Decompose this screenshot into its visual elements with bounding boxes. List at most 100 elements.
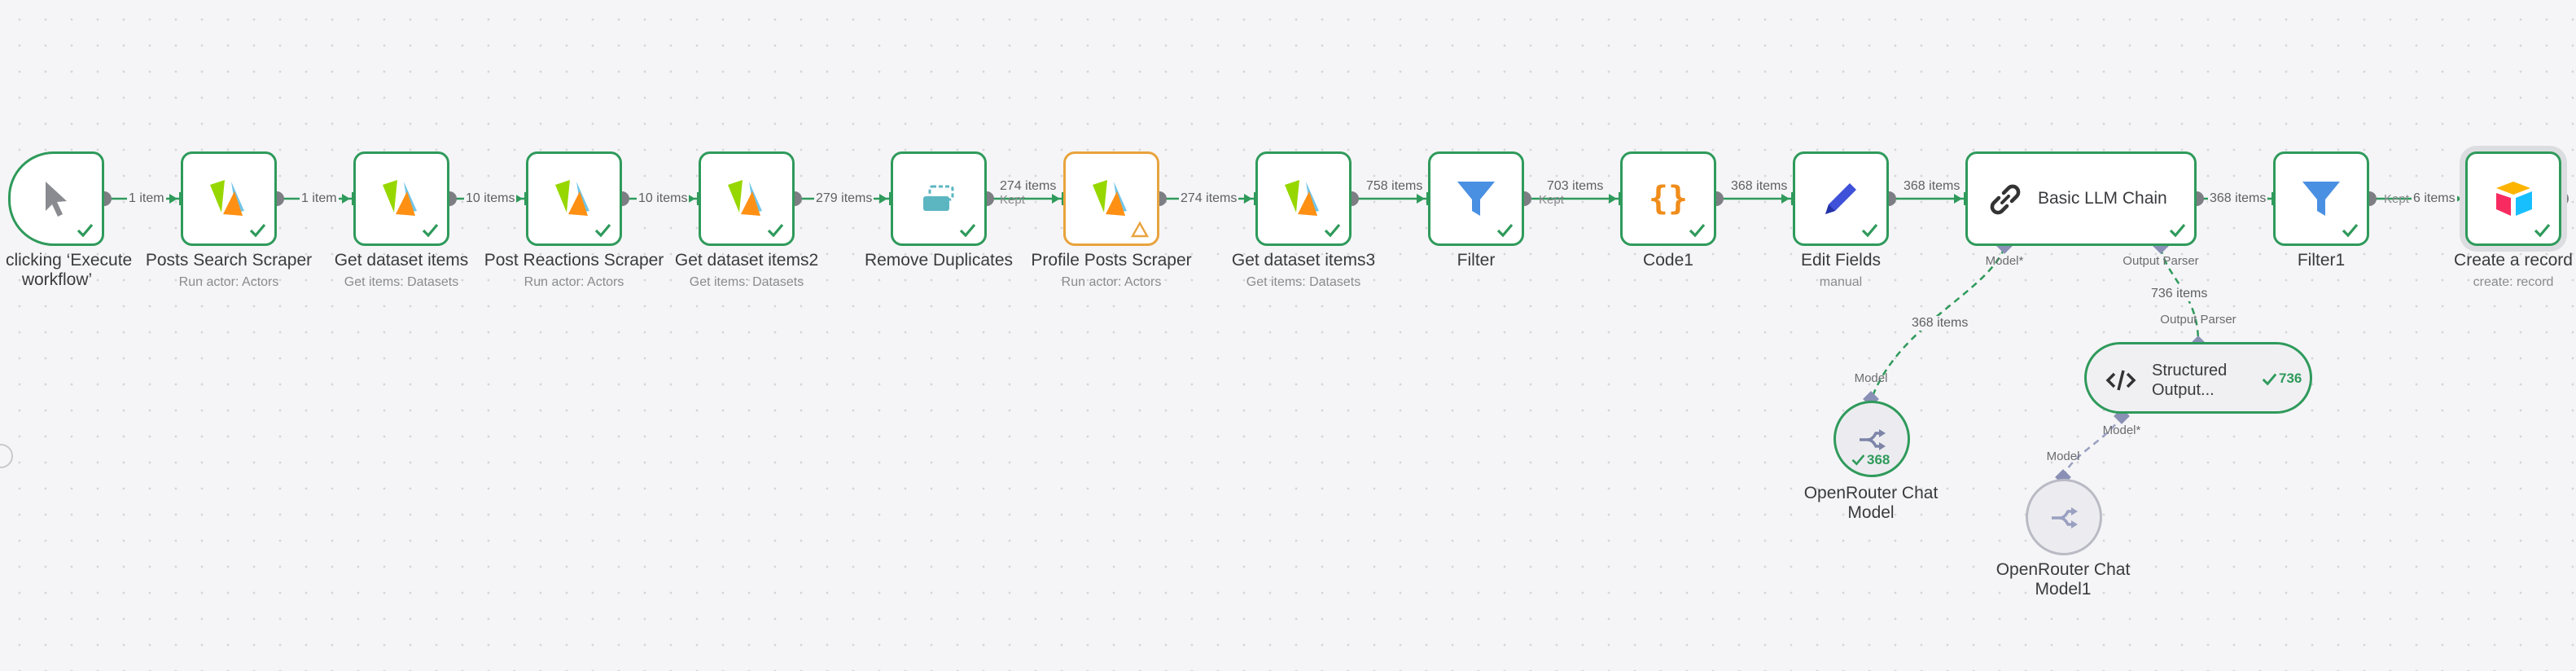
- remove-duplicates-icon: [913, 173, 964, 224]
- node-get-dataset-items[interactable]: [353, 151, 449, 246]
- item-count: 736: [2279, 371, 2302, 386]
- edge-label: 736 items: [2149, 287, 2210, 301]
- port-label-model: Model: [1854, 371, 1888, 385]
- node-title: Get dataset items2: [674, 251, 819, 270]
- node-subtitle: create: record: [2473, 275, 2554, 289]
- success-check-icon: [958, 221, 976, 239]
- edge-label: 1 item: [127, 191, 166, 206]
- cursor-icon: [31, 173, 81, 224]
- node-openrouter-chat-model[interactable]: 368: [1833, 401, 1910, 477]
- node-structured-output-parser[interactable]: Structured Output... 736: [2084, 342, 2312, 414]
- edge-label: 6 items: [2412, 191, 2457, 206]
- edge-label: 758 items: [1365, 179, 1425, 194]
- edge-label: 10 items: [637, 191, 690, 206]
- success-check-icon: [1496, 221, 1514, 239]
- airtable-icon: [2488, 173, 2539, 224]
- apify-icon: [1278, 173, 1329, 224]
- node-profile-posts-scraper[interactable]: [1063, 151, 1159, 246]
- node-posts-search-scraper[interactable]: [181, 151, 277, 246]
- success-check-icon: [766, 221, 784, 239]
- success-check-icon: [248, 221, 266, 239]
- success-check-icon: [2261, 371, 2277, 387]
- node-openrouter-chat-model1[interactable]: [2026, 479, 2102, 555]
- port-label-model: Model*: [2102, 423, 2141, 437]
- success-check-icon: [594, 221, 611, 239]
- edge-label: 1 item: [300, 191, 339, 206]
- openrouter-icon: [1856, 423, 1889, 456]
- node-trigger[interactable]: [8, 151, 104, 246]
- edge-label: 274 items: [998, 179, 1058, 194]
- node-title: Get dataset items3: [1231, 251, 1376, 270]
- filter-icon: [2296, 173, 2346, 224]
- edge-label: 368 items: [1729, 179, 1790, 194]
- success-check-icon: [1323, 221, 1341, 239]
- svg-text:{}: {}: [1649, 180, 1688, 217]
- model1-connection: [2061, 414, 2123, 480]
- node-remove-duplicates[interactable]: [891, 151, 987, 246]
- node-title: Profile Posts Scraper: [1031, 251, 1192, 270]
- node-edit-fields[interactable]: [1793, 151, 1889, 246]
- node-title: OpenRouter Chat Model: [1803, 484, 1939, 522]
- edge-label: 368 items: [1910, 316, 1970, 331]
- port-label-model: Model: [2046, 450, 2080, 463]
- node-title: Create a record: [2454, 251, 2573, 270]
- edge-label: 703 items: [1545, 179, 1606, 194]
- edge-label-kept: Kept: [1539, 193, 1564, 207]
- node-subtitle: Run actor: Actors: [524, 275, 624, 289]
- node-title: OpenRouter Chat Model1: [1996, 560, 2131, 599]
- apify-icon: [549, 173, 599, 224]
- success-check-icon: [76, 221, 94, 239]
- code-braces-icon: {}: [1643, 173, 1693, 224]
- apify-icon: [376, 173, 427, 224]
- node-title: Get dataset items: [334, 251, 469, 270]
- node-filter[interactable]: [1428, 151, 1524, 246]
- node-title: Structured Output...: [2152, 362, 2228, 399]
- warning-triangle-icon: [1131, 221, 1149, 239]
- node-subtitle: Get items: Datasets: [1246, 275, 1361, 289]
- node-create-a-record[interactable]: [2465, 151, 2561, 246]
- node-title: Basic LLM Chain: [2038, 189, 2167, 208]
- node-subtitle: Get items: Datasets: [344, 275, 459, 289]
- code-tag-icon: [2105, 364, 2137, 397]
- link-icon: [1982, 177, 2028, 222]
- node-title: Remove Duplicates: [864, 251, 1014, 270]
- node-subtitle: manual: [1819, 275, 1863, 289]
- success-check-icon: [421, 221, 439, 239]
- node-basic-llm-chain[interactable]: Basic LLM Chain: [1965, 151, 2197, 246]
- apify-icon: [204, 173, 254, 224]
- node-code1[interactable]: {}: [1620, 151, 1716, 246]
- apify-icon: [721, 173, 772, 224]
- node-subtitle: Run actor: Actors: [1061, 275, 1162, 289]
- node-title: Posts Search Scraper: [145, 251, 313, 270]
- node-title: en clicking ‘Execute workflow’: [0, 251, 133, 289]
- edge-label: 279 items: [814, 191, 874, 206]
- edge-label-kept: Kept: [2384, 192, 2409, 206]
- filter-icon: [1451, 173, 1501, 224]
- node-title: Edit Fields: [1800, 251, 1882, 270]
- success-check-icon: [1688, 221, 1706, 239]
- node-post-reactions-scraper[interactable]: [526, 151, 622, 246]
- success-check-icon: [2168, 221, 2186, 239]
- node-title: Code1: [1643, 251, 1693, 270]
- edge-label: 368 items: [2208, 191, 2268, 206]
- success-check-icon: [1860, 221, 1878, 239]
- node-filter1[interactable]: [2273, 151, 2369, 246]
- node-subtitle: Get items: Datasets: [689, 275, 804, 289]
- edge-label: 274 items: [1179, 191, 1239, 206]
- edge-label-kept: Kept: [1000, 193, 1025, 207]
- success-check-icon: [2533, 221, 2551, 239]
- node-title: Filter: [1457, 251, 1496, 270]
- openrouter-icon: [2048, 502, 2081, 534]
- edge-label: 368 items: [1902, 179, 1962, 194]
- success-check-icon: [2341, 221, 2359, 239]
- port-label-output-parser: Output Parser: [2160, 313, 2236, 327]
- node-get-dataset-items3[interactable]: [1255, 151, 1352, 246]
- model-connection: [1869, 247, 2006, 401]
- node-get-dataset-items2[interactable]: [699, 151, 795, 246]
- node-title: Post Reactions Scraper: [484, 251, 664, 270]
- node-title: Filter1: [2297, 251, 2346, 270]
- item-count: 368: [1867, 452, 1890, 467]
- node-subtitle: Run actor: Actors: [178, 275, 279, 289]
